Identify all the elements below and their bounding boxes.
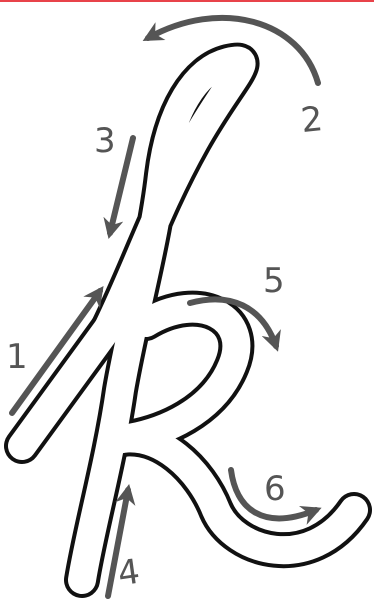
step-number-3: 3 xyxy=(94,124,116,158)
step-number-5: 5 xyxy=(263,264,285,298)
step-number-4: 4 xyxy=(116,555,142,592)
step-number-6: 6 xyxy=(264,472,286,506)
step-number-1: 1 xyxy=(6,340,28,374)
step-number-2: 2 xyxy=(299,102,324,138)
